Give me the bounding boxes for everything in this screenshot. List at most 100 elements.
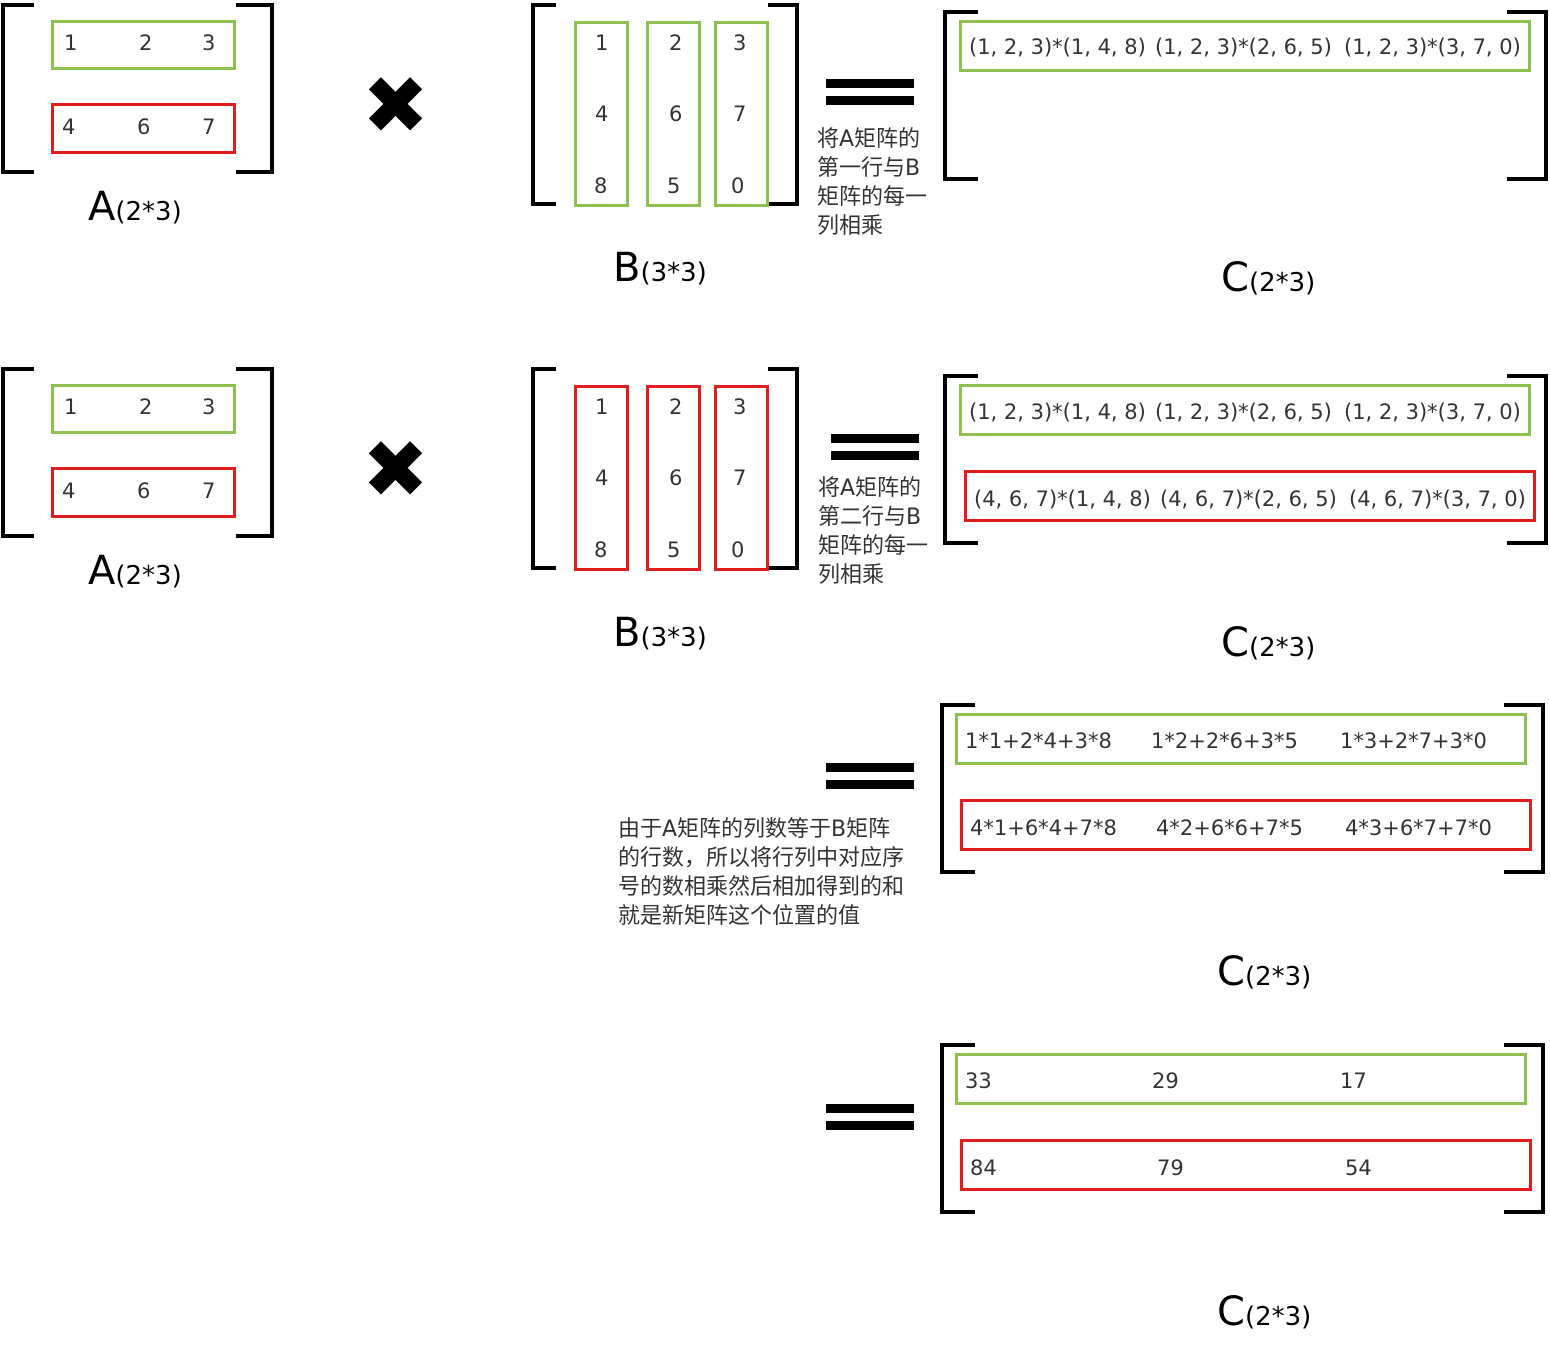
matrix-b-cell: 2 [669, 395, 683, 419]
matrix-letter: C [1217, 949, 1245, 995]
matrix-b-cell: 3 [733, 395, 747, 419]
matrix-b-right-bracket [768, 3, 799, 206]
matrix-b-cell: 4 [595, 466, 609, 490]
matrix-c-row2-highlight [960, 1139, 1532, 1191]
matrix-c-cell: (4, 6, 7)*(3, 7, 0) [1349, 487, 1526, 511]
matrix-letter: C [1221, 255, 1249, 301]
matrix-b-cell: 3 [733, 31, 747, 55]
matrix-b-cell: 4 [595, 102, 609, 126]
equals-bar-bottom [826, 780, 914, 789]
matrix-c-cell: (1, 2, 3)*(3, 7, 0) [1344, 400, 1521, 424]
matrix-c-cell: (1, 2, 3)*(1, 4, 8) [969, 400, 1146, 424]
matrix-c-label: C(2*3) [1221, 623, 1315, 663]
matrix-b-cell: 0 [731, 174, 745, 198]
matrix-c-cell: (1, 2, 3)*(2, 6, 5) [1155, 35, 1332, 59]
matrix-c-cell: 29 [1152, 1069, 1179, 1093]
matrix-a-cell: 1 [64, 395, 78, 419]
matrix-a-cell: 7 [202, 115, 216, 139]
matrix-c-row1-highlight [959, 384, 1531, 436]
equals-sign [831, 434, 919, 462]
matrix-a-right-bracket [236, 3, 274, 174]
matrix-c-cell: 4*1+6*4+7*8 [970, 816, 1117, 840]
matrix-b-cell: 8 [594, 538, 608, 562]
matrix-b-label: B(3*3) [613, 248, 707, 288]
matrix-b-cell: 6 [669, 102, 683, 126]
matrix-b-cell: 2 [669, 31, 683, 55]
matrix-c-cell: (4, 6, 7)*(1, 4, 8) [974, 487, 1151, 511]
matrix-b-col2-highlight [646, 385, 701, 571]
matrix-a-cell: 3 [202, 395, 216, 419]
matrix-c-right-bracket [1504, 1043, 1545, 1214]
matrix-c-cell: 1*1+2*4+3*8 [965, 729, 1112, 753]
equals-bar-top [826, 1104, 914, 1113]
matrix-letter: A [88, 548, 116, 594]
matrix-b-left-bracket [531, 3, 556, 206]
matrix-b-col1-highlight [574, 385, 629, 571]
equals-sign [826, 1104, 914, 1132]
matrix-b-col2-highlight [646, 21, 701, 207]
matrix-a-cell: 7 [202, 479, 216, 503]
matrix-c-label: C(2*3) [1217, 1292, 1311, 1332]
equals-bar-bottom [831, 451, 919, 460]
matrix-c-right-bracket [1504, 703, 1545, 874]
matrix-c-cell: 84 [970, 1156, 997, 1180]
matrix-a-row2-highlight [51, 103, 236, 154]
matrix-a-row1-highlight [51, 20, 236, 70]
matrix-c-cell: 1*3+2*7+3*0 [1340, 729, 1487, 753]
matrix-dims: (2*3) [115, 561, 182, 591]
matrix-a-right-bracket [236, 367, 274, 538]
matrix-dims: (3*3) [640, 258, 707, 288]
matrix-c-cell: (1, 2, 3)*(2, 6, 5) [1155, 400, 1332, 424]
matrix-a-cell: 1 [64, 31, 78, 55]
equals-bar-top [826, 763, 914, 772]
matrix-c-right-bracket [1507, 374, 1548, 545]
matrix-b-cell: 6 [669, 466, 683, 490]
matrix-b-cell: 5 [667, 538, 681, 562]
matrix-c-cell: 79 [1157, 1156, 1184, 1180]
matrix-b-cell: 7 [733, 466, 747, 490]
matrix-a-cell: 4 [62, 479, 76, 503]
matrix-c-cell: 4*3+6*7+7*0 [1345, 816, 1492, 840]
matrix-c-cell: (1, 2, 3)*(3, 7, 0) [1344, 35, 1521, 59]
step1-note: 将A矩阵的第一行与B矩阵的每一列相乘 [817, 127, 928, 239]
matrix-dims: (2*3) [115, 197, 182, 227]
matrix-b-left-bracket [531, 367, 556, 570]
matrix-dims: (2*3) [1248, 268, 1316, 298]
matrix-a-cell: 4 [62, 115, 76, 139]
matrix-dims: (2*3) [1244, 962, 1312, 992]
matrix-a-left-bracket [1, 367, 34, 538]
equals-bar-bottom [826, 1121, 914, 1130]
matrix-b-col1-highlight [574, 21, 629, 207]
matrix-c-cell: (4, 6, 7)*(2, 6, 5) [1160, 487, 1337, 511]
step3-note: 由于A矩阵的列数等于B矩阵的行数，所以将行列中对应序号的数相乘然后相加得到的和就… [618, 817, 905, 929]
multiply-sign: ✖ [362, 59, 430, 152]
matrix-c-label: C(2*3) [1221, 258, 1315, 298]
matrix-dims: (2*3) [1248, 633, 1316, 663]
matrix-c-row1-highlight [955, 1053, 1527, 1105]
matrix-c-cell: 1*2+2*6+3*5 [1151, 729, 1298, 753]
matrix-a-left-bracket [1, 3, 34, 174]
matrix-a-cell: 3 [202, 31, 216, 55]
matrix-c-left-bracket [940, 1043, 975, 1214]
equals-bar-top [831, 434, 919, 443]
multiply-sign: ✖ [362, 423, 430, 516]
matrix-c-left-bracket [943, 374, 978, 545]
matrix-b-col3-highlight [714, 21, 769, 207]
matrix-b-cell: 0 [731, 538, 745, 562]
matrix-b-right-bracket [768, 367, 799, 570]
matrix-c-row2-highlight [964, 470, 1536, 522]
matrix-a-cell: 6 [137, 115, 151, 139]
matrix-c-cell: 33 [965, 1069, 992, 1093]
matrix-b-cell: 1 [595, 395, 609, 419]
equals-sign [826, 763, 914, 791]
matrix-b-cell: 1 [595, 31, 609, 55]
matrix-c-right-bracket [1507, 10, 1548, 181]
matrix-a-label: A(2*3) [88, 187, 182, 227]
matrix-b-cell: 8 [594, 174, 608, 198]
matrix-a-cell: 6 [137, 479, 151, 503]
matrix-letter: A [88, 184, 116, 230]
matrix-c-left-bracket [940, 703, 975, 874]
matrix-a-row1-highlight [51, 384, 236, 434]
matrix-a-cell: 2 [139, 395, 153, 419]
matrix-letter: B [613, 610, 641, 656]
